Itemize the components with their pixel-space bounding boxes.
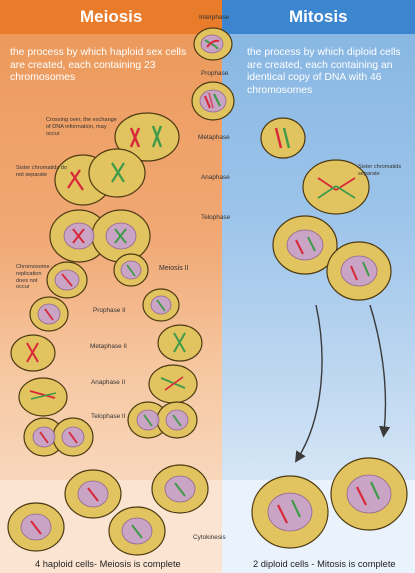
diploid-cells (252, 458, 407, 548)
phase-label-prophase-ii: Prophase II (93, 307, 126, 314)
prophase-cell (192, 82, 234, 120)
note-sister-separate: Sister chromatids separate (358, 164, 404, 178)
mitosis-metaphase-cell (261, 118, 305, 158)
phase-label-cytokinesis: Cytokinesis (193, 534, 226, 541)
meiosis-title: Meiosis (80, 7, 142, 27)
note-sister-not-separate: Sister chromatids do not separate (16, 165, 68, 179)
meiosis-footer: 4 haploid cells- Meiosis is complete (35, 559, 181, 569)
phase-label-anaphase-ii: Anaphase II (91, 379, 125, 386)
phase-label-metaphase: Metaphase (198, 134, 230, 141)
phase-label-prophase: Prophase (201, 70, 228, 77)
mitosis-description: the process by which diploid cells are c… (247, 47, 411, 97)
phase-label-interphase: Interphase (199, 14, 229, 21)
meiosis-ii-label: Meiosis II (159, 265, 189, 272)
phase-label-metaphase-ii: Metaphase II (90, 343, 127, 350)
note-crossing-over: Crossing over, the exchange of DNA infor… (46, 117, 118, 137)
phase-label-anaphase: Anaphase (201, 174, 230, 181)
mitosis-telophase-cell (273, 216, 391, 300)
meiosis-ii-start-cells (47, 254, 148, 298)
meiosis-description: the process by which haploid sex cells a… (10, 47, 202, 85)
arrow-left (298, 305, 322, 458)
meiosis-anaphase-cell (55, 149, 145, 205)
phase-label-telophase: Telophase (201, 214, 230, 221)
arrow-right (370, 305, 385, 432)
note-no-replication: Chromosome replication does not occur (16, 264, 52, 291)
mitosis-footer: 2 diploid cells - Mitosis is complete (253, 559, 396, 569)
mitosis-title: Mitosis (289, 7, 348, 27)
phase-label-telophase-ii: Telophase II (91, 413, 125, 420)
haploid-cells (8, 465, 208, 555)
